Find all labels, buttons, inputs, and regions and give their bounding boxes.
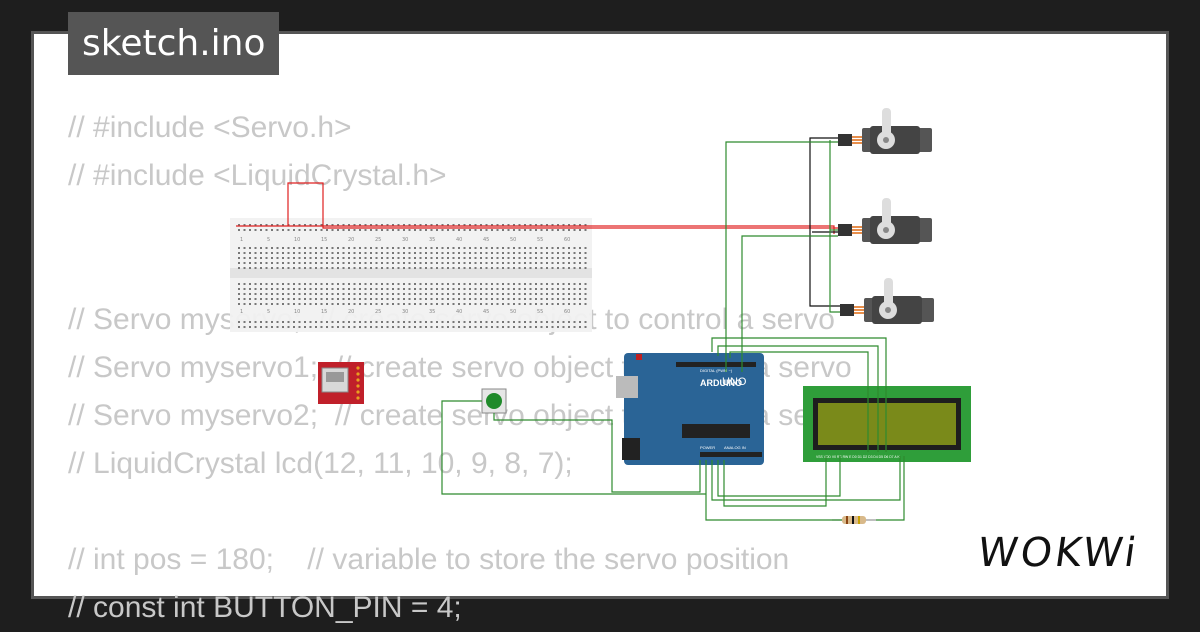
breadboard-column-number: 50 (510, 237, 516, 243)
breadboard-column-number: 45 (483, 309, 489, 315)
pushbutton[interactable] (481, 388, 507, 414)
breadboard-column-number: 15 (321, 237, 327, 243)
wires (236, 137, 905, 521)
arduino-brand: ARDUINO (700, 378, 742, 388)
breadboard-column-number: 10 (294, 309, 300, 315)
file-tab[interactable]: sketch.ino (68, 12, 280, 75)
breadboard-column-number: 30 (402, 309, 408, 315)
arduino-analog-label: ANALOG IN (724, 445, 746, 450)
breadboard-column-number: 55 (537, 237, 543, 243)
resistor[interactable] (832, 516, 876, 524)
breadboard-column-number: 1 (240, 309, 243, 315)
breadboard-column-number: 25 (375, 237, 381, 243)
breadboard-column-number: 35 (429, 309, 435, 315)
breadboard-column-number: 25 (375, 309, 381, 315)
code-line: // LiquidCrystal lcd(12, 11, 10, 9, 8, 7… (68, 447, 573, 480)
arduino-power-label: POWER (700, 445, 715, 450)
code-line: // #include <LiquidCrystal.h> (68, 159, 447, 192)
servo-motor-1[interactable] (838, 108, 932, 154)
breadboard-column-number: 55 (537, 309, 543, 315)
breadboard-column-number: 20 (348, 237, 354, 243)
servo-motor-2[interactable] (838, 198, 932, 244)
breadboard-column-number: 5 (267, 237, 270, 243)
breadboard[interactable]: 1155101015152020252530303535404045455050… (230, 218, 592, 332)
arduino-uno[interactable]: ARDUINO UNO DIGITAL (PWM ~) ANALOG IN PO… (616, 353, 764, 465)
code-line: // int pos = 180; // variable to store t… (68, 543, 790, 576)
code-line: // #include <Servo.h> (68, 111, 352, 144)
servo-motor-3[interactable] (840, 278, 934, 324)
breadboard-column-number: 40 (456, 237, 462, 243)
arduino-model: UNO (722, 376, 747, 388)
breadboard-column-number: 50 (510, 309, 516, 315)
servo-wire-leads (852, 136, 864, 314)
breadboard-column-number: 45 (483, 237, 489, 243)
breadboard-column-number: 10 (294, 237, 300, 243)
breadboard-column-number: 35 (429, 237, 435, 243)
breadboard-column-number: 60 (564, 309, 570, 315)
arduino-digital-label: DIGITAL (PWM ~) (700, 368, 733, 373)
breadboard-column-number: 40 (456, 309, 462, 315)
lcd-pin-labels: VSS VDD V0 RS RW E D0 D1 D2 D3 D4 D5 D6 … (816, 455, 900, 459)
code-line: // const int BUTTON_PIN = 4; (68, 591, 462, 624)
breadboard-column-number: 5 (267, 309, 270, 315)
sd-card-module[interactable] (318, 362, 364, 404)
wokwi-logo: WOKWi (974, 530, 1142, 576)
breadboard-column-number: 20 (348, 309, 354, 315)
breadboard-column-number: 30 (402, 237, 408, 243)
code-editor-background: // #include <Servo.h> // #include <Liquid… (68, 104, 852, 632)
canvas-frame: // #include <Servo.h> // #include <Liquid… (31, 31, 1169, 624)
breadboard-column-number: 60 (564, 237, 570, 243)
breadboard-column-number: 15 (321, 309, 327, 315)
breadboard-column-number: 1 (240, 237, 243, 243)
lcd-16x2[interactable]: VSS VDD V0 RS RW E D0 D1 D2 D3 D4 D5 D6 … (803, 386, 971, 462)
